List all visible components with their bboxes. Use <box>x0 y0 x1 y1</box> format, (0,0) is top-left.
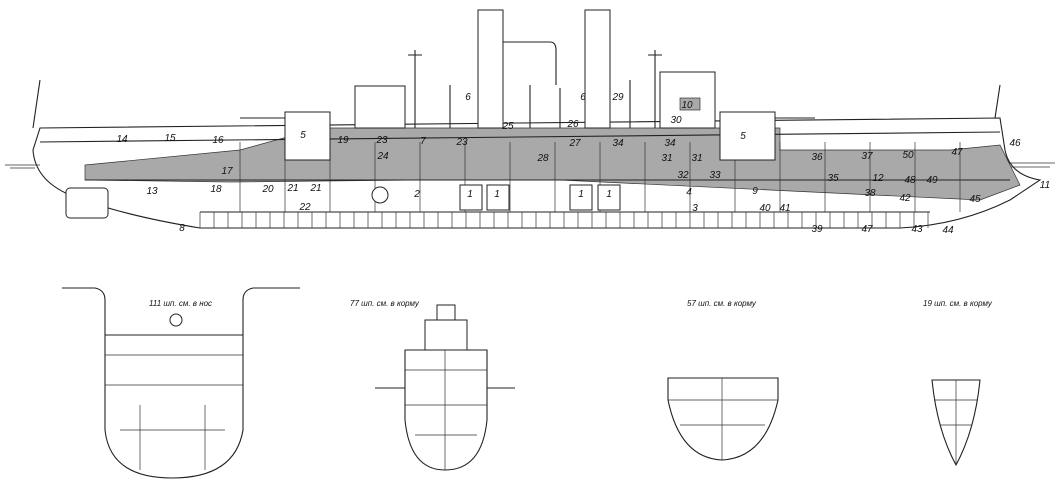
compartment-label: 10 <box>681 100 693 111</box>
compartment-label: 50 <box>902 150 914 161</box>
section-111 <box>62 287 300 479</box>
compartment-label: 46 <box>1009 138 1021 149</box>
compartment-label: 2 <box>413 189 420 200</box>
compartment-label: 5 <box>740 131 746 142</box>
compartment-label: 19 <box>337 135 349 146</box>
compartment-label: 9 <box>752 186 758 197</box>
compartment-label: 23 <box>455 137 468 148</box>
compartment-label: 28 <box>536 153 549 164</box>
mast-fore <box>648 50 662 128</box>
compartment-label: 6 <box>465 92 471 103</box>
compartment-label: 34 <box>664 138 676 149</box>
compartment-label: 49 <box>926 175 938 186</box>
compartment-label: 1 <box>606 189 612 200</box>
main-deck-line <box>39 131 1001 143</box>
compartment-label: 4 <box>686 187 692 198</box>
compartment-label: 25 <box>501 121 514 132</box>
ventilators <box>449 80 631 128</box>
compartment-label: 42 <box>899 193 911 204</box>
funnel-aft <box>477 9 504 129</box>
compartment-label: 41 <box>779 203 790 214</box>
compartment-label: 8 <box>179 223 185 234</box>
compartment-label: 15 <box>164 133 176 144</box>
section-caption-111: 111 шп. см. в нос <box>149 299 212 308</box>
compartment-label: 36 <box>811 152 823 163</box>
boilers <box>459 184 621 211</box>
compartment-label: 40 <box>759 203 771 214</box>
waterline <box>5 162 1055 169</box>
section-57 <box>667 377 779 461</box>
section-caption-77: 77 шп. см. в корму <box>350 299 420 308</box>
compartment-label: 24 <box>376 151 389 162</box>
compartment-label: 3 <box>692 203 698 214</box>
compartment-label: 39 <box>811 224 823 235</box>
compartment-label: 33 <box>709 170 721 181</box>
section-caption-57: 57 шп. см. в корму <box>687 299 757 308</box>
compartment-label: 31 <box>691 153 702 164</box>
compartment-label: 12 <box>872 173 884 184</box>
compartment-label: 22 <box>298 202 311 213</box>
compartment-label: 17 <box>221 166 233 177</box>
section-caption-19: 19 шп. см. в корму <box>923 299 993 308</box>
compartment-label: 1 <box>494 189 500 200</box>
compartment-label: 47 <box>861 224 873 235</box>
compartment-label: 38 <box>864 188 876 199</box>
chart-room <box>679 97 701 111</box>
compartment-label: 14 <box>116 134 128 145</box>
compartment-label: 32 <box>677 170 689 181</box>
mast-aft <box>408 50 422 128</box>
lower-deck-line <box>85 179 1010 213</box>
frame-path <box>199 142 961 228</box>
compartment-label: 16 <box>212 135 224 146</box>
compartment-label: 29 <box>611 92 624 103</box>
compartment-label: 30 <box>670 115 682 126</box>
engine-flywheel <box>371 186 389 204</box>
compartment-label: 20 <box>261 184 274 195</box>
compartment-label: 1 <box>467 189 473 200</box>
rudder <box>65 187 109 219</box>
compartment-label: 44 <box>942 225 954 236</box>
turret-fore <box>719 111 776 161</box>
compartment-label: 18 <box>210 184 222 195</box>
compartment-label: 11 <box>1040 180 1050 191</box>
shaded-armor-deck-zone <box>84 127 1021 201</box>
compartment-label: 47 <box>951 147 963 158</box>
compartment-label: 1 <box>578 189 584 200</box>
steam-pipe <box>503 41 557 85</box>
frame-lines <box>199 142 961 228</box>
compartment-label: 7 <box>420 136 426 147</box>
compartment-label: 23 <box>375 135 388 146</box>
jackstaff-bow <box>994 84 1001 119</box>
compartment-label: 21 <box>286 183 298 194</box>
flagstaff-stern <box>32 79 41 129</box>
compartment-label: 26 <box>566 119 579 130</box>
compartment-label: 43 <box>911 224 923 235</box>
compartment-label: 31 <box>661 153 672 164</box>
compartment-label: 48 <box>904 175 916 186</box>
aft-bridge <box>354 85 406 129</box>
funnel-fore <box>584 9 611 129</box>
compartment-label: 5 <box>300 130 306 141</box>
compartment-label: 34 <box>612 138 624 149</box>
compartment-label: 13 <box>146 186 158 197</box>
compartment-label: 45 <box>969 194 981 205</box>
turret-aft <box>284 111 331 161</box>
compartment-label: 37 <box>861 151 873 162</box>
compartment-label: 21 <box>309 183 321 194</box>
compartment-label: 6 <box>580 92 586 103</box>
compartment-label: 35 <box>827 173 839 184</box>
section-19 <box>931 379 981 467</box>
compartment-label: 27 <box>568 138 581 149</box>
section-77 <box>375 304 515 471</box>
